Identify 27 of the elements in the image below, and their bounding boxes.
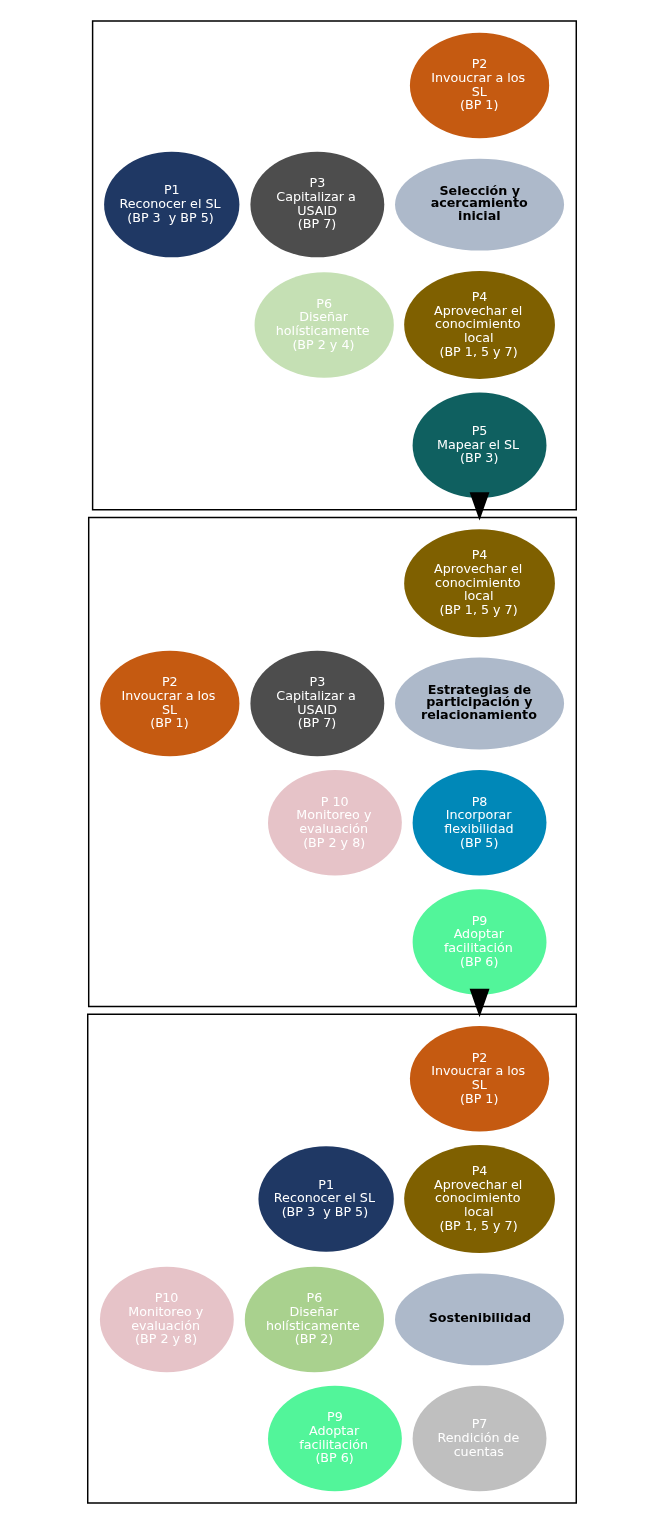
node-ellipse: P2 Invoucrar a los SL (BP 1) (99, 650, 239, 757)
node-ellipse: P10 Monitoreo y evaluación (BP 2 y 8) (99, 1266, 234, 1373)
node-ellipse: P2 Invoucrar a los SL (BP 1) (409, 32, 549, 139)
node-ellipse: P5 Mapear el SL (BP 3) (412, 392, 546, 499)
node-ellipse: P8 Incorporar flexibilidad (BP 5) (412, 769, 546, 876)
node-ellipse: P3 Capitalizar a USAID (BP 7) (249, 650, 384, 757)
node-ellipse: Estrategias de participación y relacionamiento (394, 657, 564, 750)
node-ellipse: P6 Diseñar holísticamente (BP 2) (244, 1266, 384, 1373)
node-ellipse: P 10 Monitoreo y evaluación (BP 2 y 8) (267, 769, 402, 876)
node-ellipse: P4 Aprovechar el conocimiento local (BP 1, 5 y 7) (403, 529, 555, 638)
node-ellipse: P4 Aprovechar el conocimiento local (BP 1, 5 y 7) (403, 270, 555, 379)
node-ellipse: P2 Invoucrar a los SL (BP 1) (409, 1025, 549, 1132)
node-ellipse: P7 Rendición de cuentas (412, 1385, 546, 1492)
arrow (469, 492, 489, 521)
arrow (469, 988, 489, 1018)
cluster (86, 1013, 577, 1504)
node-ellipse: Selección y acercamiento inicial (394, 158, 564, 251)
node-ellipse: P9 Adoptar facilitación (BP 6) (412, 889, 546, 995)
node-ellipse: P9 Adoptar facilitación (BP 6) (267, 1385, 402, 1492)
node-ellipse: P4 Aprovechar el conocimiento local (BP 1, 5 y 7) (403, 1145, 555, 1254)
node-ellipse: Sostenibilidad (394, 1273, 564, 1366)
node-ellipse: P6 Diseñar holísticamente (BP 2 y 4) (254, 272, 394, 378)
node-ellipse: P3 Capitalizar a USAID (BP 7) (249, 151, 384, 258)
node-ellipse: P1 Reconocer el SL (BP 3 y BP 5) (103, 151, 239, 258)
node-ellipse: P1 Reconocer el SL (BP 3 y BP 5) (257, 1146, 394, 1252)
cluster (87, 516, 577, 1008)
cluster (91, 20, 577, 511)
